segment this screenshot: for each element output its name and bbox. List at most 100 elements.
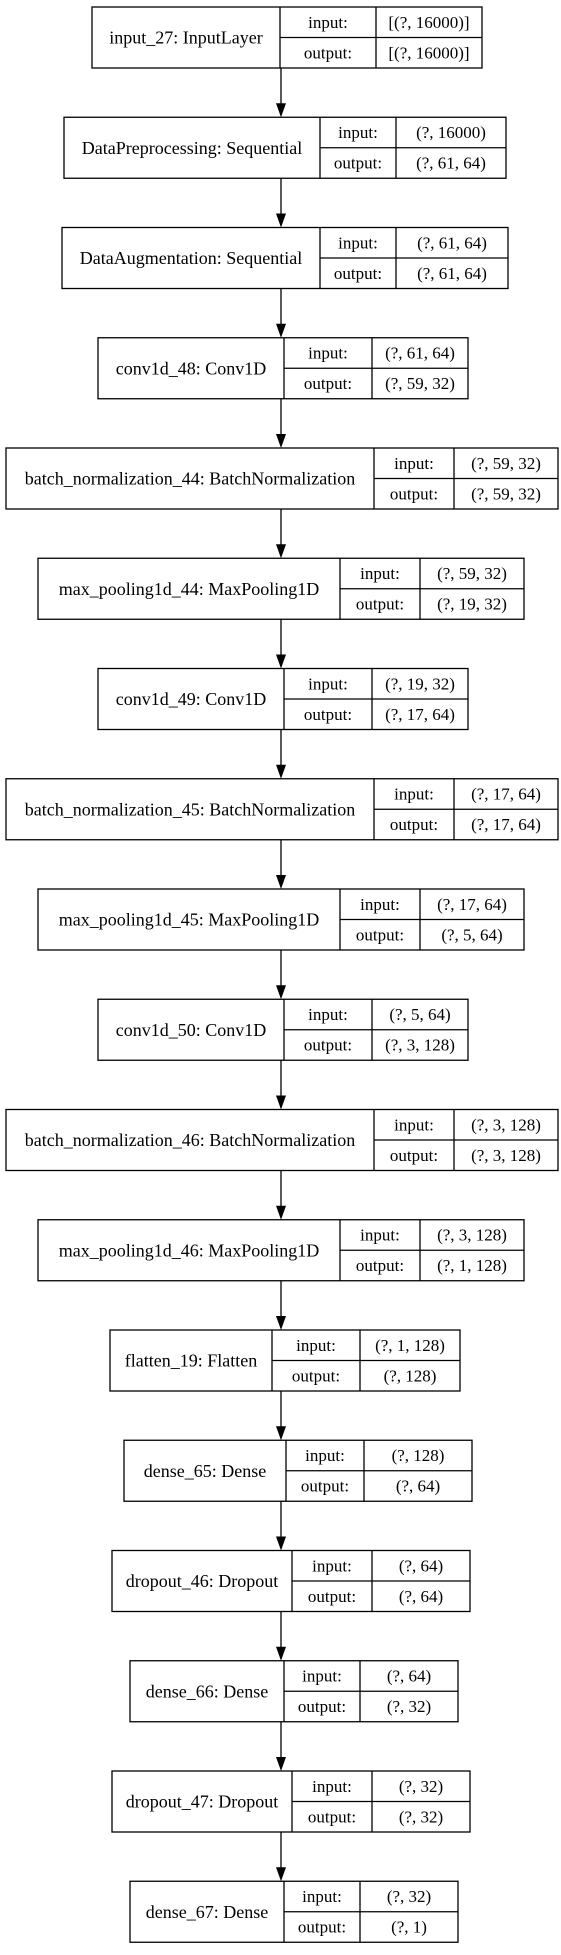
layer-name: conv1d_50: Conv1D xyxy=(116,1020,267,1040)
layer-node: conv1d_49: Conv1D input: output: (?, 19, 32… xyxy=(97,667,469,731)
layer-name: dense_65: Dense xyxy=(144,1461,266,1481)
output-label: output: xyxy=(301,1477,349,1496)
input-shape: (?, 61, 64) xyxy=(385,344,455,363)
output-label: output: xyxy=(308,1587,356,1606)
edge-arrow xyxy=(276,839,286,889)
input-label: input: xyxy=(360,1226,400,1245)
arrowhead xyxy=(276,654,286,669)
input-shape: (?, 128) xyxy=(392,1446,445,1465)
input-shape: (?, 61, 64) xyxy=(417,233,487,252)
arrowhead xyxy=(276,1646,286,1661)
arrowhead xyxy=(276,1757,286,1771)
output-label: output: xyxy=(390,1146,438,1165)
edge-arrow xyxy=(276,288,286,338)
input-label: input: xyxy=(296,1336,336,1355)
arrowhead xyxy=(276,1205,286,1220)
output-shape: (?, 17, 64) xyxy=(471,815,541,834)
edge-arrow xyxy=(276,619,286,669)
layer-name: dense_67: Dense xyxy=(146,1902,268,1922)
layer-name: DataPreprocessing: Sequential xyxy=(82,138,302,158)
layer-name: conv1d_49: Conv1D xyxy=(116,689,267,709)
arrowhead xyxy=(276,1867,286,1882)
layer-name: dropout_46: Dropout xyxy=(126,1571,279,1591)
output-label: output: xyxy=(390,484,438,503)
input-label: input: xyxy=(312,1556,352,1575)
arrowhead xyxy=(276,1316,286,1330)
input-shape: (?, 17, 64) xyxy=(437,895,507,914)
layer-node: batch_normalization_46: BatchNormalizati… xyxy=(5,1108,559,1172)
layer-node: flatten_19: Flatten input: output: (?, 1, 1… xyxy=(109,1329,461,1392)
input-label: input: xyxy=(308,13,348,32)
layer-node: max_pooling1d_44: MaxPooling1D input: outp… xyxy=(37,557,525,620)
input-shape: (?, 5, 64) xyxy=(389,1005,450,1024)
input-shape: (?, 1, 128) xyxy=(375,1336,445,1355)
edge-arrow xyxy=(276,68,286,118)
output-label: output: xyxy=(356,925,404,944)
layer-node: batch_normalization_44: BatchNormalizati… xyxy=(5,447,559,510)
edge-arrow xyxy=(276,1280,286,1330)
layer-node: DataPreprocessing: Sequentialinput:outpu… xyxy=(63,116,507,179)
input-shape: (?, 32) xyxy=(387,1887,431,1906)
layer-name: dense_66: Dense xyxy=(146,1681,268,1701)
output-shape: (?, 1, 128) xyxy=(437,1256,507,1275)
arrowhead xyxy=(276,1426,286,1441)
layer-name: flatten_19: Flatten xyxy=(125,1351,257,1371)
output-shape: (?, 59, 32) xyxy=(471,484,541,503)
output-label: output: xyxy=(292,1366,340,1385)
output-shape: [(?, 16000)] xyxy=(388,43,469,62)
input-shape: (?, 16000) xyxy=(416,123,486,142)
layer-name: max_pooling1d_44: MaxPooling1D xyxy=(59,579,320,599)
output-shape: (?, 17, 64) xyxy=(385,705,455,724)
input-shape: (?, 64) xyxy=(387,1667,431,1686)
output-shape: (?, 64) xyxy=(396,1477,440,1496)
arrowhead xyxy=(276,323,286,338)
arrowhead xyxy=(276,434,286,448)
layer-node: DataAugmentation: Sequentialinput:output… xyxy=(61,226,509,290)
edge-arrow xyxy=(276,950,286,1000)
output-label: output: xyxy=(356,595,404,614)
input-label: input: xyxy=(360,564,400,583)
input-shape: (?, 59, 32) xyxy=(471,454,541,473)
arrowhead xyxy=(276,544,286,559)
output-shape: (?, 59, 32) xyxy=(385,374,455,393)
arrowhead xyxy=(276,1095,286,1110)
layer-name: max_pooling1d_45: MaxPooling1D xyxy=(59,910,320,930)
input-label: input: xyxy=(394,785,434,804)
arrowhead xyxy=(276,764,286,779)
nodes-layer: input_27: InputLayer input: output: [(?, 16… xyxy=(5,6,559,1943)
input-label: input: xyxy=(308,674,348,693)
layer-name: conv1d_48: Conv1D xyxy=(116,358,267,378)
input-label: input: xyxy=(338,123,378,142)
output-label: output: xyxy=(298,1697,346,1716)
input-shape: (?, 19, 32) xyxy=(385,674,455,693)
output-shape: (?, 61, 64) xyxy=(417,264,487,283)
edge-arrow xyxy=(276,1501,286,1551)
output-label: output: xyxy=(356,1256,404,1275)
output-shape: (?, 3, 128) xyxy=(385,1036,455,1055)
output-label: output: xyxy=(308,1807,356,1826)
layer-name: batch_normalization_45: BatchNormalizati… xyxy=(25,799,355,819)
arrowhead xyxy=(276,213,286,228)
output-shape: (?, 32) xyxy=(399,1807,443,1826)
output-label: output: xyxy=(390,815,438,834)
edge-arrow xyxy=(276,729,286,779)
output-shape: (?, 61, 64) xyxy=(416,154,486,173)
arrowhead xyxy=(276,875,286,889)
arrowhead xyxy=(276,103,286,118)
layer-name: DataAugmentation: Sequential xyxy=(80,248,302,268)
input-label: input: xyxy=(338,233,378,252)
input-label: input: xyxy=(302,1887,342,1906)
layer-name: input_27: InputLayer xyxy=(109,28,262,48)
output-shape: (?, 128) xyxy=(384,1366,437,1385)
output-label: output: xyxy=(304,705,352,724)
edge-arrow xyxy=(276,1721,286,1771)
input-label: input: xyxy=(308,344,348,363)
output-shape: (?, 19, 32) xyxy=(437,595,507,614)
